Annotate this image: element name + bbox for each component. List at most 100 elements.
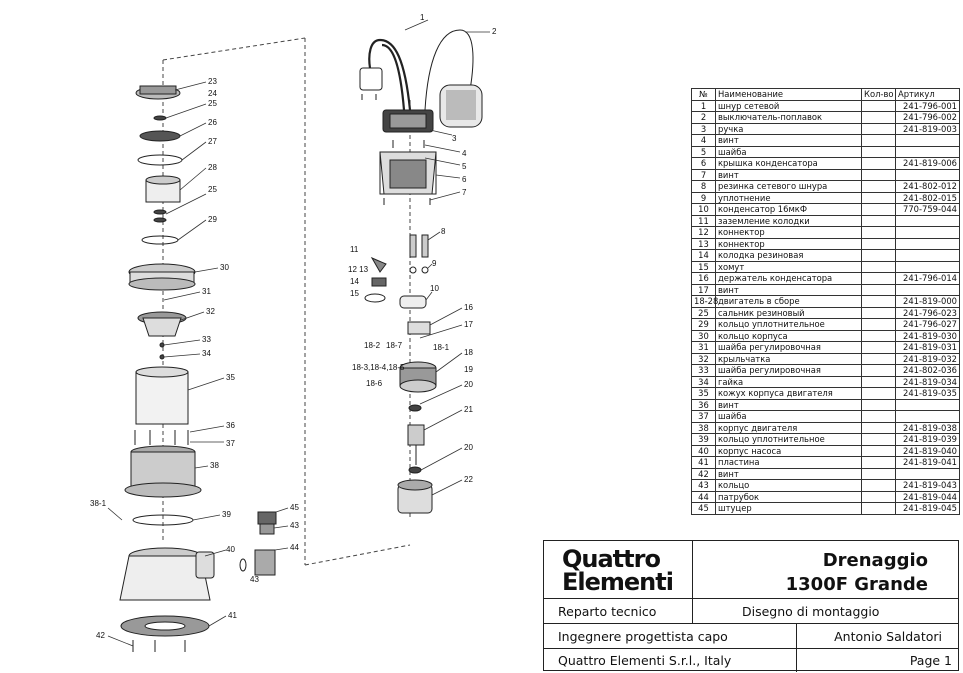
cell-name: шайба регулировочная xyxy=(715,341,862,354)
callout-label: 5 xyxy=(462,162,467,171)
callout-label: 39 xyxy=(222,510,231,519)
cell-number: 40 xyxy=(691,444,716,457)
callout-label: 40 xyxy=(226,545,235,554)
power-cord xyxy=(368,38,412,111)
company-logo: Quattro Elementi xyxy=(562,547,674,594)
cell-quantity xyxy=(861,122,896,135)
cell-article: 241-819-006 xyxy=(895,157,960,170)
cell-article: 241-819-045 xyxy=(895,502,960,515)
product-line-1: Drenaggio xyxy=(822,550,928,571)
cell-number: 4 xyxy=(691,134,716,147)
upper-bearing-cap xyxy=(135,85,181,100)
callout-label: 7 xyxy=(462,188,467,197)
cell-number: 33 xyxy=(691,364,716,377)
cell-quantity xyxy=(861,479,896,492)
cell-name: резинка сетевого шнура xyxy=(715,180,862,193)
callout-label: 18-1 xyxy=(433,343,450,352)
title-row-engineer: Ingegnere progettista capo Antonio Salda… xyxy=(544,623,958,648)
oil-seals xyxy=(137,115,183,166)
cell-number: 9 xyxy=(691,191,716,204)
cell-name: шнур сетевой xyxy=(715,99,862,112)
cell-name: штуцер xyxy=(715,502,862,515)
column-header-number: № xyxy=(691,88,716,101)
cell-name: заземление колодки xyxy=(715,214,862,227)
drawing-type: Disegno di montaggio xyxy=(742,603,880,619)
product-name: Drenaggio 1300F Grande xyxy=(786,549,928,597)
motor-assembly xyxy=(397,321,437,514)
callout-label: 27 xyxy=(208,137,217,146)
outlet-fitting xyxy=(239,511,277,576)
cell-article xyxy=(895,260,960,273)
cell-number: 7 xyxy=(691,168,716,181)
cell-article: 241-819-003 xyxy=(895,122,960,135)
cell-quantity xyxy=(861,306,896,319)
cell-quantity xyxy=(861,502,896,515)
cell-quantity xyxy=(861,433,896,446)
cell-quantity xyxy=(861,364,896,377)
cell-article: 241-819-035 xyxy=(895,387,960,400)
cell-article: 241-819-040 xyxy=(895,444,960,457)
callout-label: 11 xyxy=(350,245,359,254)
callout-label: 20 xyxy=(464,380,473,389)
cell-quantity xyxy=(861,272,896,285)
cell-name: конденсатор 16мкФ xyxy=(715,203,862,216)
cell-quantity xyxy=(861,490,896,503)
callout-label: 18 xyxy=(464,348,473,357)
float-switch xyxy=(424,29,483,128)
callout-label: 38-1 xyxy=(90,499,107,508)
cell-number: 15 xyxy=(691,260,716,273)
handle xyxy=(382,109,434,133)
motor-housing xyxy=(124,445,202,498)
cell-name: кольцо уплотнительное xyxy=(715,433,862,446)
callout-label: 45 xyxy=(290,503,299,512)
callout-label: 1 xyxy=(420,13,425,22)
cell-quantity xyxy=(861,226,896,239)
title-row-department: Reparto tecnico Disegno di montaggio xyxy=(544,598,958,623)
cell-quantity xyxy=(861,214,896,227)
cell-number: 25 xyxy=(691,306,716,319)
callout-label: 36 xyxy=(226,421,235,430)
cell-quantity xyxy=(861,421,896,434)
cell-name: патрубок xyxy=(715,490,862,503)
cell-quantity xyxy=(861,111,896,124)
cell-name: кольцо корпуса xyxy=(715,329,862,342)
cell-quantity xyxy=(861,341,896,354)
cell-article xyxy=(895,410,960,423)
cell-article: 241-802-015 xyxy=(895,191,960,204)
callout-label: 15 xyxy=(350,289,359,298)
cell-article: 241-819-000 xyxy=(895,295,960,308)
cell-number: 32 xyxy=(691,352,716,365)
cell-quantity xyxy=(861,295,896,308)
cell-number: 44 xyxy=(691,490,716,503)
cell-article xyxy=(895,134,960,147)
cell-name: крыльчатка xyxy=(715,352,862,365)
column-header-name: Наименование xyxy=(715,88,862,101)
cell-article: 241-819-030 xyxy=(895,329,960,342)
cell-quantity xyxy=(861,329,896,342)
housing-screws xyxy=(134,430,189,445)
callout-label: 33 xyxy=(202,335,211,344)
callout-label: 23 xyxy=(208,77,217,86)
cell-name: выключатель-поплавок xyxy=(715,111,862,124)
callout-label: 18-2 xyxy=(364,341,381,350)
cell-article xyxy=(895,249,960,262)
cell-name: корпус насоса xyxy=(715,444,862,457)
cell-number: 6 xyxy=(691,157,716,170)
cell-article xyxy=(895,214,960,227)
callout-label: 34 xyxy=(202,349,211,358)
cell-name: винт xyxy=(715,134,862,147)
